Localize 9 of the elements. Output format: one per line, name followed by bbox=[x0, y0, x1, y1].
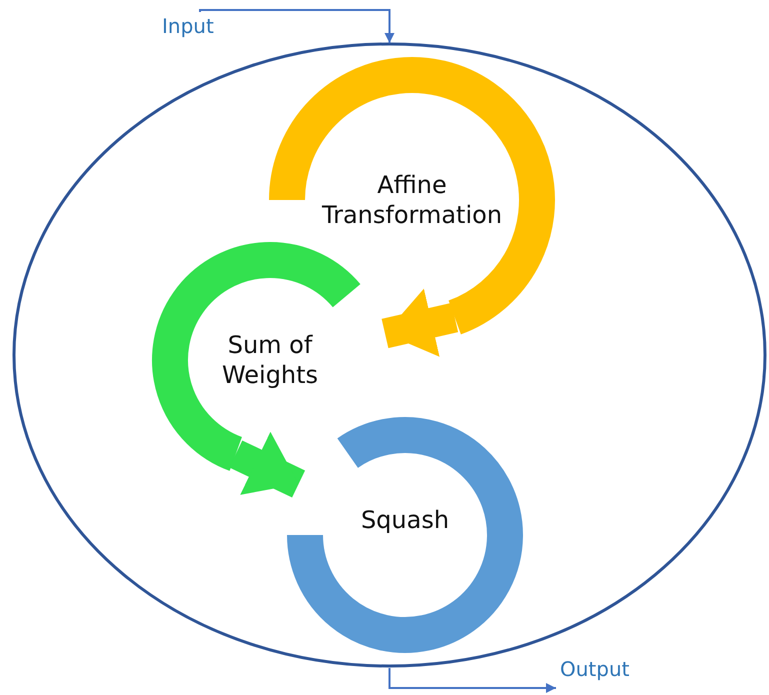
arrow bbox=[388, 668, 556, 693]
step-label: Affine Transformation bbox=[320, 170, 504, 230]
step-label: Squash bbox=[360, 505, 450, 535]
arrow bbox=[382, 288, 458, 357]
arrow bbox=[199, 9, 394, 43]
flow-label: Output bbox=[560, 657, 630, 681]
flow-label: Input bbox=[162, 14, 214, 38]
arrow bbox=[229, 432, 306, 498]
step-label: Sum of Weights bbox=[220, 330, 320, 390]
